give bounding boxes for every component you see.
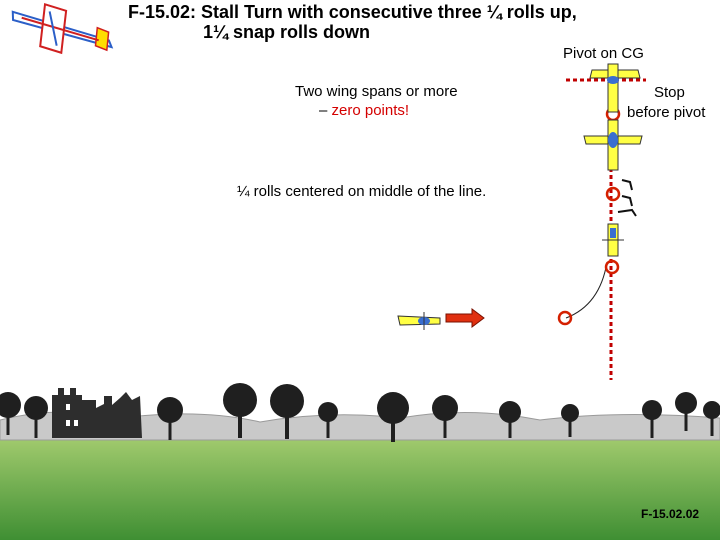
stop-note-line1: Stop [654, 84, 685, 101]
pull-up-curve [565, 261, 608, 319]
tree [157, 397, 183, 440]
pivot-plane-lower [583, 119, 643, 171]
tree [675, 392, 697, 431]
roll-indicators [617, 179, 637, 217]
tree [432, 395, 458, 438]
marker-vertical-start [604, 259, 620, 275]
stop-note-line2: before pivot [627, 104, 706, 121]
zero-points-warning: zero points! [331, 102, 410, 119]
figure-code: F-15.02.02 [641, 507, 700, 521]
wingspan-note-line1: Two wing spans or more [295, 83, 458, 100]
tree [561, 404, 579, 437]
pivot-label: Pivot on CG [563, 45, 644, 62]
castle-ruin [52, 388, 142, 438]
wingspan-dash: – [319, 102, 332, 119]
tree [270, 384, 304, 439]
figure-title-line2: 1¼ snap rolls down [203, 22, 371, 42]
pivot-plane-top [589, 63, 641, 113]
plane-logo [11, 3, 114, 55]
tree [24, 396, 48, 438]
tree [0, 392, 21, 435]
tree [703, 401, 720, 436]
tree [223, 383, 257, 438]
marker-entry [557, 310, 573, 326]
quarter-rolls-note: ¼ rolls centered on middle of the line. [237, 183, 487, 200]
wingspan-note-line2: – zero points! [319, 102, 409, 119]
tree [642, 400, 662, 438]
tree-row [0, 383, 720, 442]
tree [318, 402, 338, 438]
grass-field [0, 430, 720, 540]
entry-plane [397, 312, 441, 330]
tree [377, 392, 409, 442]
figure-title-line1: F-15.02: Stall Turn with consecutive thr… [128, 2, 577, 22]
climbing-plane [602, 223, 624, 257]
marker-vertical-end [605, 186, 621, 202]
direction-arrow [445, 308, 485, 328]
tree [499, 401, 521, 438]
